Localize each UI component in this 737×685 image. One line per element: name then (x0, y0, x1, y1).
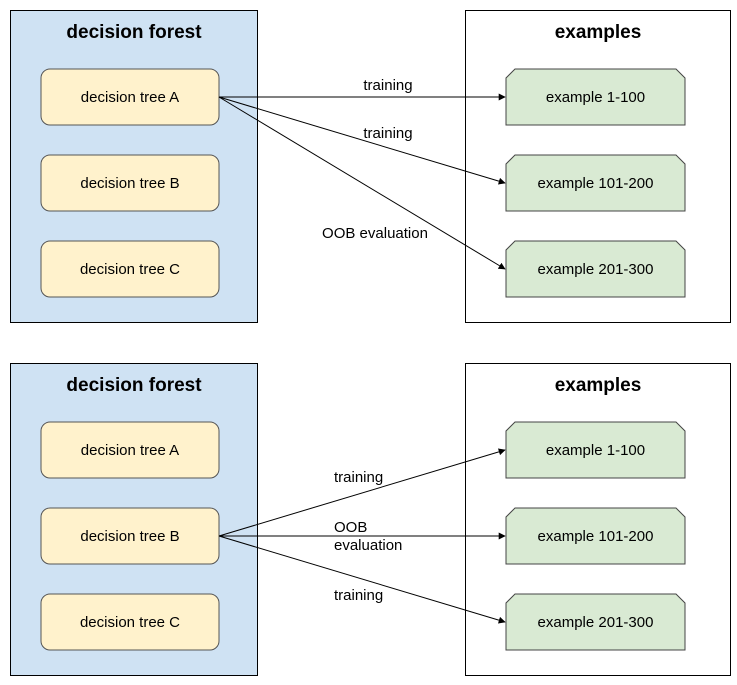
tree-box (40, 240, 220, 298)
tree-label: decision tree A (81, 442, 179, 459)
example-2: example 101-200 (505, 507, 686, 565)
edge-label: training (334, 587, 383, 604)
example-label: example 201-300 (538, 614, 654, 631)
decision-forest-title: decision forest (66, 22, 202, 43)
edge-label-line: training (334, 469, 383, 486)
decision-tree-c: decision tree C (40, 593, 220, 651)
decision-tree-a: decision tree A (40, 421, 220, 479)
example-label: example 201-300 (538, 261, 654, 278)
example-box (505, 421, 686, 479)
edge-label: training (334, 469, 383, 486)
examples-title: examples (555, 375, 642, 396)
example-1: example 1-100 (505, 421, 686, 479)
edge-label-line: training (334, 587, 383, 604)
example-3: example 201-300 (505, 593, 686, 651)
edge-label-line: evaluation (334, 537, 402, 554)
example-3: example 201-300 (505, 240, 686, 298)
edge-label-line: OOB evaluation (322, 225, 428, 242)
example-2: example 101-200 (505, 154, 686, 212)
example-label: example 1-100 (546, 89, 645, 106)
tree-label: decision tree C (80, 614, 180, 631)
edge-arrow (218, 96, 506, 270)
edge-label: training (363, 77, 412, 94)
decision-tree-b: decision tree B (40, 507, 220, 565)
tree-box (40, 421, 220, 479)
panel-2: decision forest examples decision tree A de… (10, 363, 731, 676)
edge-2: training (218, 96, 506, 185)
edge-arrow (218, 535, 506, 624)
decision-tree-a: decision tree A (40, 68, 220, 126)
edge-arrow (218, 96, 506, 185)
decision-tree-b: decision tree B (40, 154, 220, 212)
edge-label-line: training (363, 77, 412, 94)
tree-label: decision tree B (80, 528, 179, 545)
edge-arrow (218, 448, 506, 537)
example-label: example 101-200 (538, 175, 654, 192)
tree-label: decision tree A (81, 89, 179, 106)
tree-box (40, 154, 220, 212)
example-box (505, 68, 686, 126)
example-box (505, 154, 686, 212)
edge-1: training (219, 77, 506, 101)
tree-label: decision tree B (80, 175, 179, 192)
decision-forest-title: decision forest (66, 375, 202, 396)
edge-3: training (218, 535, 506, 624)
example-box (505, 240, 686, 298)
edge-label-line: training (363, 125, 412, 142)
edge-label: OOB evaluation (322, 225, 428, 242)
decision-tree-c: decision tree C (40, 240, 220, 298)
edge-label-line: OOB (334, 519, 367, 536)
panel-1: decision forest examples decision tree A de… (10, 10, 731, 323)
example-box (505, 507, 686, 565)
edge-1: training (218, 448, 506, 537)
example-label: example 101-200 (538, 528, 654, 545)
examples-title: examples (555, 22, 642, 43)
tree-label: decision tree C (80, 261, 180, 278)
edge-label: training (363, 125, 412, 142)
tree-box (40, 593, 220, 651)
example-1: example 1-100 (505, 68, 686, 126)
example-label: example 1-100 (546, 442, 645, 459)
edge-3: OOB evaluation (218, 96, 506, 270)
example-box (505, 593, 686, 651)
